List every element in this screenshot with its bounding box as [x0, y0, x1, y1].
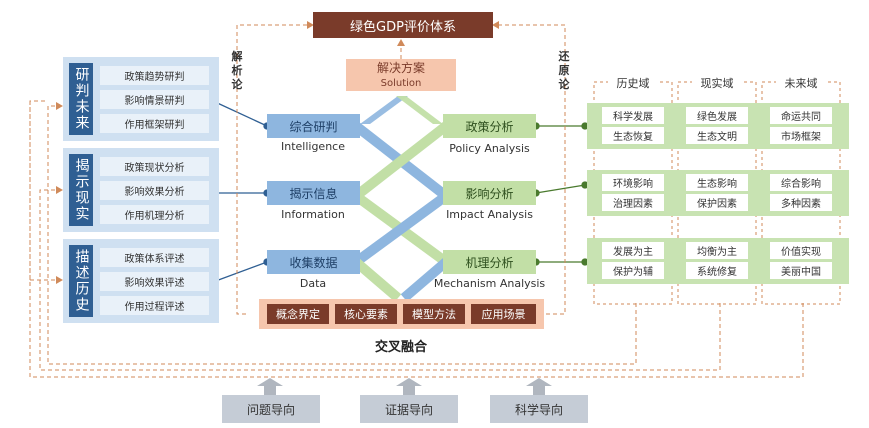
node-data: 收集数据 [267, 250, 360, 274]
domain-cell: 环境影响 [602, 174, 664, 191]
bottom-item: 应用场景 [471, 304, 536, 324]
domain-cell: 多种因素 [770, 194, 832, 211]
group-item: 政策趋势研判 [100, 66, 209, 85]
group-connectors [209, 97, 271, 286]
crossing-bands [352, 96, 450, 302]
domain-title-reality: 现实域 [692, 75, 742, 91]
group-item: 影响情景研判 [100, 90, 209, 109]
analytic-theory-label: 解析论 [231, 50, 243, 91]
node-information: 揭示信息 [267, 181, 360, 205]
domain-cell: 绿色发展 [686, 107, 748, 124]
domain-cell: 系统修复 [686, 262, 748, 279]
node-impact-analysis: 影响分析 [443, 181, 536, 205]
group-item: 政策现状分析 [100, 157, 209, 176]
solution-en: Solution [380, 78, 422, 89]
node-data-en: Data [299, 277, 327, 290]
node-mechanism-analysis: 机理分析 [443, 250, 536, 274]
node-impact-analysis-en: Impact Analysis [446, 208, 533, 221]
green-gdp-system-title: 绿色GDP评价体系 [313, 12, 493, 38]
domain-cell: 综合影响 [770, 174, 832, 191]
domain-cell: 均衡为主 [686, 242, 748, 259]
domain-cell: 美丽中国 [770, 262, 832, 279]
group-item: 影响效果评述 [100, 272, 209, 291]
guide-arrows [257, 378, 552, 395]
guide-problem: 问题导向 [222, 395, 320, 423]
cross-fusion-bar: 概念界定 核心要素 模型方法 应用场景 [259, 299, 544, 329]
domain-cell: 科学发展 [602, 107, 664, 124]
group-history: 描述历史 政策体系评述 影响效果评述 作用过程评述 [63, 239, 219, 323]
guide-science: 科学导向 [490, 395, 588, 423]
solution-zh: 解决方案 [376, 61, 425, 75]
solution-box: 解决方案 Solution [346, 59, 456, 91]
group-item: 作用机理分析 [100, 205, 209, 224]
node-policy-analysis: 政策分析 [443, 114, 536, 138]
group-item: 作用框架研判 [100, 114, 209, 133]
domain-cell: 治理因素 [602, 194, 664, 211]
node-policy-analysis-en: Policy Analysis [449, 142, 530, 155]
domain-cell: 保护因素 [686, 194, 748, 211]
domain-cell: 价值实现 [770, 242, 832, 259]
group-title: 研判未来 [69, 63, 93, 135]
domain-title-history: 历史域 [608, 75, 658, 91]
group-future: 研判未来 政策趋势研判 影响情景研判 作用框架研判 [63, 57, 219, 141]
group-item: 影响效果分析 [100, 181, 209, 200]
cross-fusion-label: 交叉融合 [374, 340, 427, 355]
domain-title-future: 未来域 [776, 75, 826, 91]
reductionism-label: 还原论 [558, 50, 570, 91]
domain-cell: 市场框架 [770, 127, 832, 144]
group-title: 揭示现实 [69, 154, 93, 226]
node-mechanism-analysis-en: Mechanism Analysis [433, 277, 546, 290]
group-title: 描述历史 [69, 245, 93, 317]
node-information-en: Information [281, 208, 345, 221]
domain-cell: 生态恢复 [602, 127, 664, 144]
bottom-item: 模型方法 [403, 304, 465, 324]
guide-evidence: 证据导向 [360, 395, 458, 423]
domain-cell: 发展为主 [602, 242, 664, 259]
domain-cell: 保护为辅 [602, 262, 664, 279]
dashed-flows [29, 21, 804, 378]
node-intelligence-en: Intelligence [280, 140, 345, 153]
group-reality: 揭示现实 政策现状分析 影响效果分析 作用机理分析 [63, 148, 219, 232]
domain-cell: 生态影响 [686, 174, 748, 191]
group-item: 作用过程评述 [100, 296, 209, 315]
bottom-item: 核心要素 [335, 304, 397, 324]
group-item: 政策体系评述 [100, 248, 209, 267]
node-intelligence: 综合研判 [267, 114, 360, 138]
domain-cell: 生态文明 [686, 127, 748, 144]
domain-cell: 命运共同 [770, 107, 832, 124]
bottom-item: 概念界定 [267, 304, 329, 324]
